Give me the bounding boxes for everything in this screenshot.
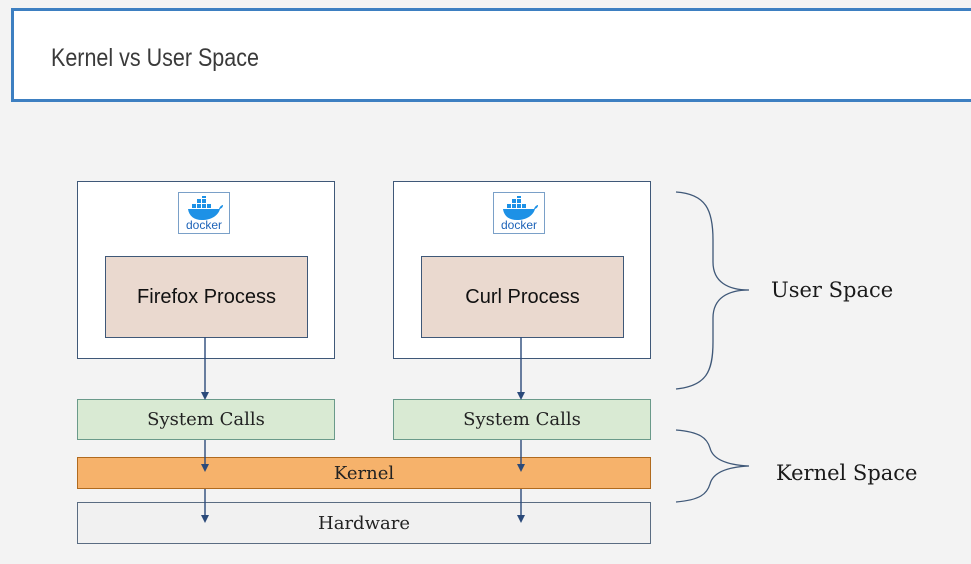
curl-process-box: Curl Process	[421, 256, 624, 338]
kernel-space-label: Kernel Space	[776, 461, 918, 485]
container-box-curl: docker Curl Process	[393, 181, 651, 359]
hardware-bar: Hardware	[77, 502, 651, 544]
docker-logo: docker	[178, 192, 230, 234]
slide-title: Kernel vs User Space	[51, 44, 259, 72]
docker-logo: docker	[493, 192, 545, 234]
system-calls-box-right: System Calls	[393, 399, 651, 440]
docker-logo-text: docker	[500, 218, 538, 232]
kernel-bar: Kernel	[77, 457, 651, 489]
slide-title-box: Kernel vs User Space	[11, 8, 971, 102]
container-box-firefox: docker Firefox Process	[77, 181, 335, 359]
docker-logo-text: docker	[185, 218, 223, 232]
user-space-brace	[675, 191, 750, 390]
docker-whale-icon	[188, 196, 223, 220]
user-space-label: User Space	[771, 278, 894, 302]
kernel-space-brace	[675, 429, 750, 503]
firefox-process-box: Firefox Process	[105, 256, 308, 338]
docker-whale-icon	[503, 196, 538, 220]
